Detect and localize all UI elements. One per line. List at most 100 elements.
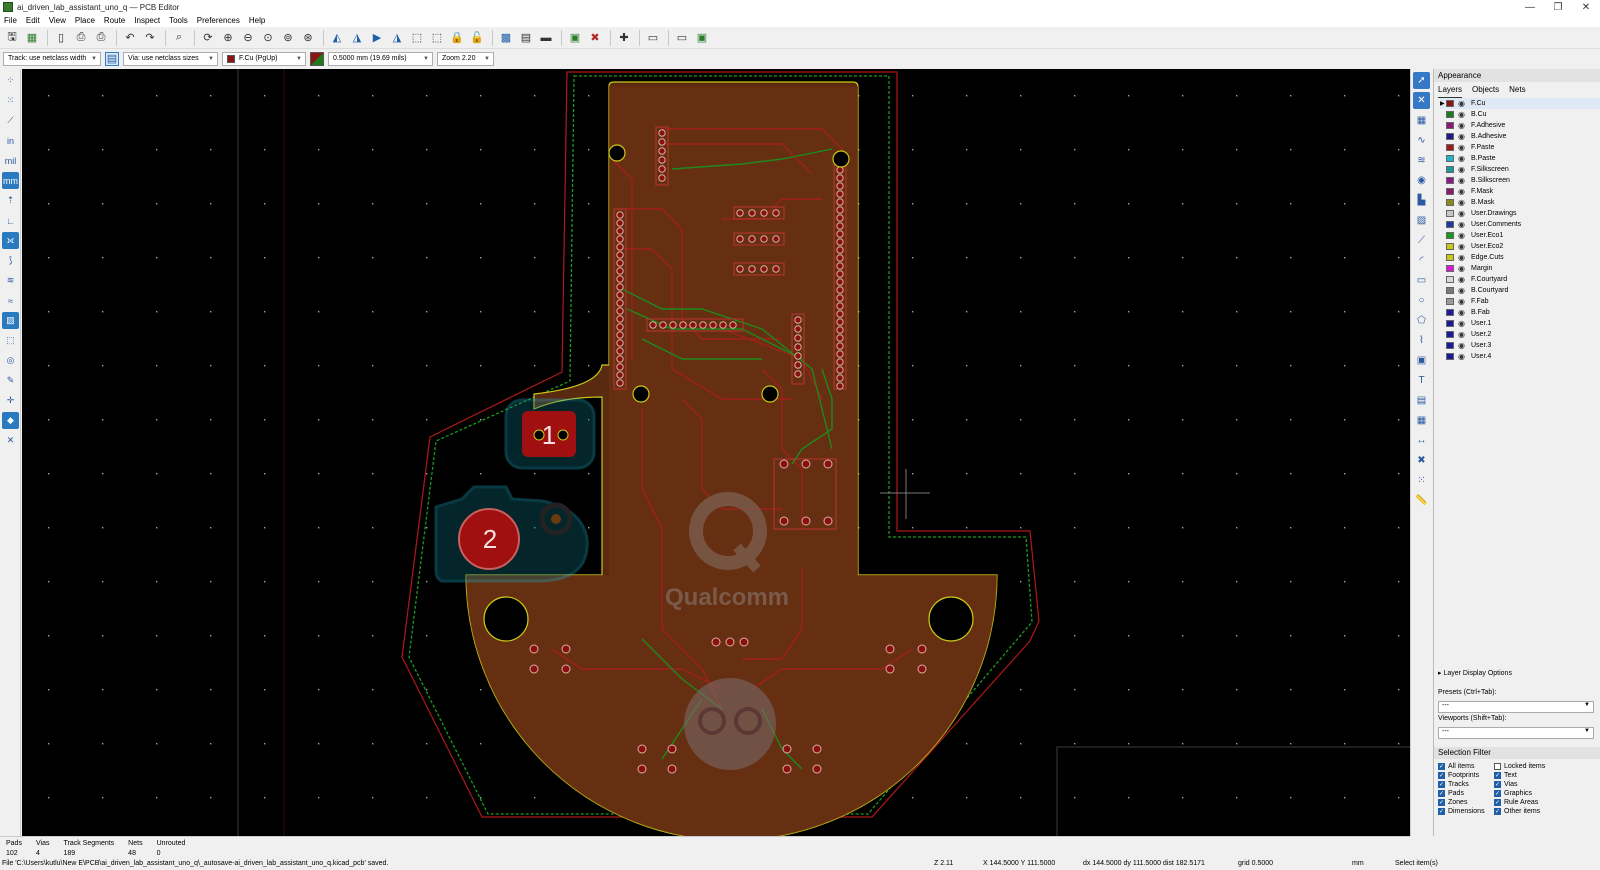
checkbox-icon[interactable] [1494, 763, 1501, 770]
measure-tool-icon[interactable]: 📏 [1415, 495, 1428, 506]
track-width-select[interactable]: Track: use netclass width▼ [3, 51, 101, 66]
visibility-eye-icon[interactable]: ◉ [1458, 341, 1465, 350]
layer-row[interactable]: ◉F.Adhesive [1440, 120, 1600, 131]
group-icon[interactable]: ⬚ [411, 32, 423, 44]
filter-checkbox[interactable]: ✓Graphics [1494, 789, 1594, 798]
via-outline-icon[interactable]: ≈ [8, 295, 13, 306]
viewports-dropdown[interactable]: ---▼ [1438, 727, 1594, 739]
close-button[interactable]: ✕ [1581, 1, 1591, 13]
visibility-eye-icon[interactable]: ◉ [1458, 319, 1465, 328]
delete-tool-icon[interactable]: ✖ [1417, 455, 1426, 466]
plugin-icon[interactable]: ▣ [696, 32, 708, 44]
layer-color-swatch[interactable] [1446, 188, 1454, 195]
layer-color-swatch[interactable] [1446, 265, 1454, 272]
layer-row[interactable]: ◉B.Silkscreen [1440, 175, 1600, 186]
visibility-eye-icon[interactable]: ◉ [1458, 231, 1465, 240]
maximize-button[interactable]: ❐ [1553, 1, 1563, 13]
menu-edit[interactable]: Edit [25, 16, 40, 25]
layer-row[interactable]: ◉B.Mask [1440, 197, 1600, 208]
layer-color-swatch[interactable] [1446, 342, 1454, 349]
page-settings-icon[interactable]: ▯ [57, 32, 65, 44]
filter-checkbox[interactable]: Locked items [1494, 762, 1594, 771]
visibility-eye-icon[interactable]: ◉ [1458, 253, 1465, 262]
layer-color-swatch[interactable] [1446, 199, 1454, 206]
rotate-cw-icon[interactable]: ◮ [352, 32, 362, 44]
menu-tools[interactable]: Tools [169, 16, 188, 25]
add-table-icon[interactable]: ▦ [1416, 415, 1427, 426]
place-footprint-icon[interactable]: ▦ [1416, 115, 1427, 126]
add-zone-icon[interactable]: ▙ [1417, 195, 1426, 206]
local-ratsnest-icon[interactable]: ✕ [1413, 92, 1430, 109]
visibility-eye-icon[interactable]: ◉ [1458, 165, 1465, 174]
filter-checkbox[interactable]: ✓Zones [1438, 798, 1494, 807]
layer-row[interactable]: ◉User.Eco2 [1440, 241, 1600, 252]
draw-circle-icon[interactable]: ○ [1418, 295, 1425, 306]
filter-checkbox[interactable]: ✓Text [1494, 771, 1594, 780]
checkbox-icon[interactable]: ✓ [1438, 781, 1445, 788]
draw-polygon-icon[interactable]: ⬠ [1417, 315, 1426, 326]
save-icon[interactable]: 🖫 [7, 31, 17, 43]
board-view[interactable]: Qualcomm 1 2 [22, 69, 1410, 836]
track-outline-icon[interactable]: ≋ [6, 275, 15, 285]
tab-objects[interactable]: Objects [1472, 85, 1500, 94]
cursor-style-icon[interactable]: ⇡ [6, 195, 15, 205]
filter-checkbox[interactable]: ✓All items [1438, 762, 1494, 771]
visibility-eye-icon[interactable]: ◉ [1458, 187, 1465, 196]
checkbox-icon[interactable]: ✓ [1438, 772, 1445, 779]
layer-color-swatch[interactable] [1446, 254, 1454, 261]
visibility-eye-icon[interactable]: ◉ [1458, 132, 1465, 141]
properties-panel-icon[interactable]: ✕ [6, 435, 15, 445]
checkbox-icon[interactable]: ✓ [1494, 772, 1501, 779]
tab-nets[interactable]: Nets [1509, 85, 1526, 94]
layer-color-swatch[interactable] [1446, 331, 1454, 338]
visibility-eye-icon[interactable]: ◉ [1458, 352, 1465, 361]
checkbox-icon[interactable]: ✓ [1438, 790, 1445, 797]
units-inch-icon[interactable]: in [6, 135, 14, 146]
layer-color-swatch[interactable] [1446, 177, 1454, 184]
layer-pair-icon[interactable] [310, 51, 324, 66]
visibility-eye-icon[interactable]: ◉ [1458, 264, 1465, 273]
refresh-icon[interactable]: ⟳ [203, 32, 213, 44]
zoom-fit-icon[interactable]: ⊙ [263, 32, 273, 44]
undo-icon[interactable]: ↶ [125, 32, 135, 44]
layer-color-swatch[interactable] [1446, 133, 1454, 140]
layer-color-swatch[interactable] [1446, 122, 1454, 129]
footprint-browser-icon[interactable]: ▬ [540, 31, 552, 44]
netlist-icon[interactable]: ▩ [500, 32, 512, 44]
layer-row[interactable]: ◉User.Drawings [1440, 208, 1600, 219]
zone-fill-icon[interactable]: ▧ [2, 312, 19, 329]
tab-layers[interactable]: Layers [1438, 85, 1463, 98]
flip-icon[interactable]: ▶ [372, 32, 382, 44]
filter-checkbox[interactable]: ✓Rule Areas [1494, 798, 1594, 807]
layer-row[interactable]: ◉User.Eco1 [1440, 230, 1600, 241]
visibility-eye-icon[interactable]: ◉ [1458, 220, 1465, 229]
layer-row[interactable]: ◉B.Paste [1440, 153, 1600, 164]
visibility-eye-icon[interactable]: ◉ [1458, 143, 1465, 152]
filter-checkbox[interactable]: ✓Footprints [1438, 771, 1494, 780]
via-size-select[interactable]: Via: use netclass sizes▼ [123, 51, 218, 66]
zoom-select[interactable]: Zoom 2.20▼ [437, 51, 494, 66]
menu-view[interactable]: View [48, 16, 66, 25]
layer-color-swatch[interactable] [1446, 353, 1454, 360]
checkbox-icon[interactable]: ✓ [1494, 790, 1501, 797]
visibility-eye-icon[interactable]: ◉ [1458, 308, 1465, 317]
layer-color-swatch[interactable] [1446, 100, 1454, 107]
menu-place[interactable]: Place [74, 16, 95, 25]
add-textbox-icon[interactable]: ▤ [1416, 395, 1427, 406]
layer-color-swatch[interactable] [1446, 287, 1454, 294]
3d-viewer-icon[interactable]: ▭ [676, 32, 688, 44]
draw-line-icon[interactable]: ⟋ [1418, 235, 1425, 246]
checkbox-icon[interactable]: ✓ [1494, 799, 1501, 806]
layer-color-swatch[interactable] [1446, 144, 1454, 151]
filter-checkbox[interactable]: ✓Vias [1494, 780, 1594, 789]
zoom-selection-icon[interactable]: ⊛ [303, 32, 313, 44]
highlight-net-icon[interactable]: ✎ [6, 375, 15, 385]
layer-row[interactable]: ◉User.3 [1440, 340, 1600, 351]
menu-preferences[interactable]: Preferences [196, 16, 240, 25]
layer-row[interactable]: ◉F.Paste [1440, 142, 1600, 153]
grid-select[interactable]: 0.5000 mm (19.69 mils)▼ [328, 51, 433, 66]
visibility-eye-icon[interactable]: ◉ [1458, 330, 1465, 339]
layer-row[interactable]: ◉User.2 [1440, 329, 1600, 340]
update-from-schematic-icon[interactable]: ▣ [569, 32, 581, 44]
checkbox-icon[interactable]: ✓ [1494, 781, 1501, 788]
